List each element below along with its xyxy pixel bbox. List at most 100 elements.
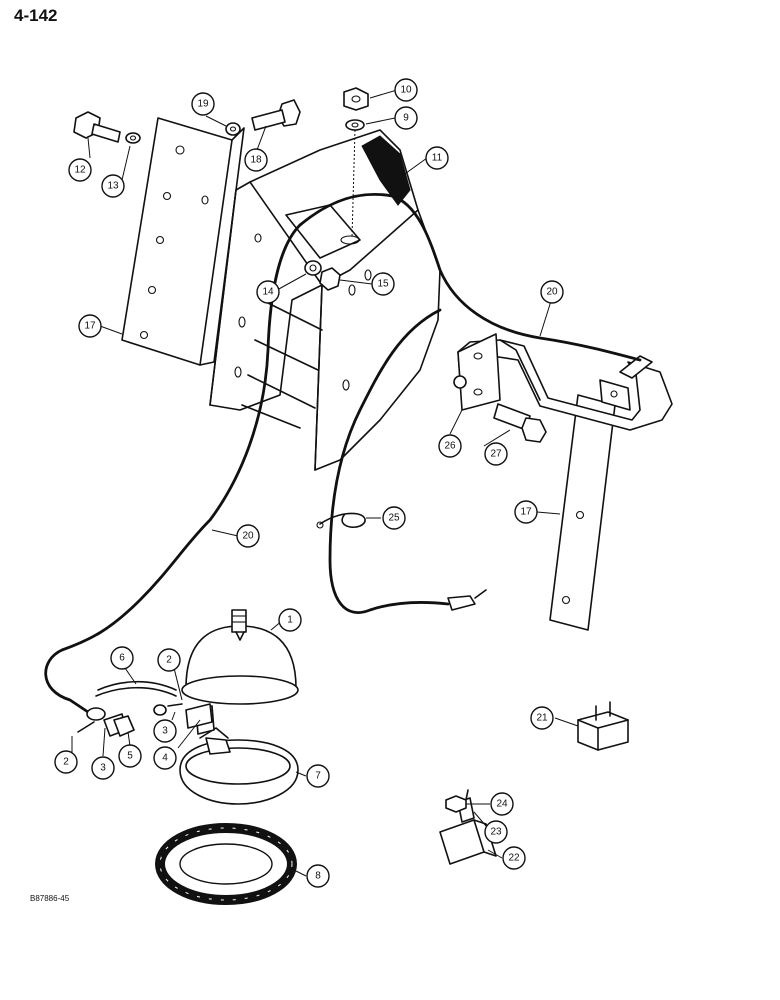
- callout-label: 6: [119, 653, 125, 664]
- callout-17: 17: [78, 314, 102, 338]
- callout-17: 17: [514, 500, 538, 524]
- callout-circle: [78, 314, 102, 338]
- bolt-18: [225, 99, 301, 136]
- callout-circle: [68, 158, 92, 182]
- callout-label: 7: [315, 771, 321, 782]
- callout-14: 14: [256, 280, 280, 304]
- callout-circle: [394, 106, 418, 130]
- callout-6: 6: [110, 646, 134, 670]
- callout-circle: [157, 648, 181, 672]
- callout-circle: [514, 500, 538, 524]
- callout-10: 10: [394, 78, 418, 102]
- callout-24: 24: [490, 792, 514, 816]
- callout-20: 20: [540, 280, 564, 304]
- callout-circle: [438, 434, 462, 458]
- callout-label: 2: [63, 757, 69, 768]
- callout-5: 5: [118, 744, 142, 768]
- callout-circle: [382, 506, 406, 530]
- beacon-dome: [181, 609, 299, 705]
- callout-8: 8: [306, 864, 330, 888]
- callout-label: 13: [107, 181, 119, 192]
- callout-26: 26: [438, 434, 462, 458]
- callout-label: 10: [400, 85, 412, 96]
- small-hardware: [77, 680, 213, 737]
- page-title: 4-142: [14, 6, 58, 25]
- callout-circle: [425, 146, 449, 170]
- callout-circle: [91, 756, 115, 780]
- nut-10: [343, 87, 369, 239]
- callout-4: 4: [153, 746, 177, 770]
- callout-label: 24: [496, 799, 508, 810]
- callout-circle: [118, 744, 142, 768]
- callout-11: 11: [425, 146, 449, 170]
- callout-label: 22: [508, 853, 520, 864]
- callout-label: 15: [377, 279, 389, 290]
- callout-label: 26: [444, 441, 456, 452]
- callout-label: 17: [520, 507, 532, 518]
- callout-label: 14: [262, 287, 274, 298]
- flasher-21: [577, 701, 629, 751]
- callout-label: 20: [242, 531, 254, 542]
- callout-circle: [54, 750, 78, 774]
- callout-circle: [371, 272, 395, 296]
- callouts: 1223345678910111213141517171819202021222…: [54, 78, 564, 888]
- bolt-27: [493, 403, 547, 443]
- callout-2: 2: [157, 648, 181, 672]
- washer-nut-14-15: [304, 260, 341, 291]
- callout-20: 20: [236, 524, 260, 548]
- callout-18: 18: [244, 148, 268, 172]
- coil-wire-8: [155, 823, 297, 905]
- drawing-code: B87886-45: [30, 894, 70, 903]
- callout-2: 2: [54, 750, 78, 774]
- callout-circle: [153, 746, 177, 770]
- callout-circle: [256, 280, 280, 304]
- callout-25: 25: [382, 506, 406, 530]
- callout-circle: [394, 78, 418, 102]
- callout-label: 3: [162, 726, 168, 737]
- callout-7: 7: [306, 764, 330, 788]
- callout-15: 15: [371, 272, 395, 296]
- cable-20: [44, 192, 642, 714]
- callout-9: 9: [394, 106, 418, 130]
- bolt-12: [73, 111, 141, 144]
- callout-label: 17: [84, 321, 96, 332]
- callout-label: 8: [315, 871, 321, 882]
- callout-label: 20: [546, 287, 558, 298]
- callout-circle: [244, 148, 268, 172]
- callout-23: 23: [484, 820, 508, 844]
- callout-circle: [191, 92, 215, 116]
- callout-22: 22: [502, 846, 526, 870]
- mounting-tube: [453, 333, 673, 431]
- callout-label: 5: [127, 751, 133, 762]
- callout-19: 19: [191, 92, 215, 116]
- callout-circle: [484, 442, 508, 466]
- callout-label: 4: [162, 753, 168, 764]
- callout-label: 18: [250, 155, 262, 166]
- callout-27: 27: [484, 442, 508, 466]
- callout-1: 1: [278, 608, 302, 632]
- callout-label: 25: [388, 513, 400, 524]
- callout-circle: [306, 764, 330, 788]
- callout-3: 3: [153, 719, 177, 743]
- callout-13: 13: [101, 174, 125, 198]
- ground-wire-25: [316, 512, 366, 529]
- callout-label: 23: [490, 827, 502, 838]
- callout-circle: [540, 280, 564, 304]
- callout-circle: [484, 820, 508, 844]
- callout-label: 12: [74, 165, 86, 176]
- callout-circle: [110, 646, 134, 670]
- callout-circle: [153, 719, 177, 743]
- callout-label: 2: [166, 655, 172, 666]
- bracket-right: [549, 394, 616, 631]
- callout-12: 12: [68, 158, 92, 182]
- callout-circle: [490, 792, 514, 816]
- callout-circle: [306, 864, 330, 888]
- callout-label: 3: [100, 763, 106, 774]
- callout-21: 21: [530, 706, 554, 730]
- callout-circle: [278, 608, 302, 632]
- callout-circle: [236, 524, 260, 548]
- callout-label: 1: [287, 615, 293, 626]
- callout-circle: [502, 846, 526, 870]
- callout-label: 21: [536, 713, 548, 724]
